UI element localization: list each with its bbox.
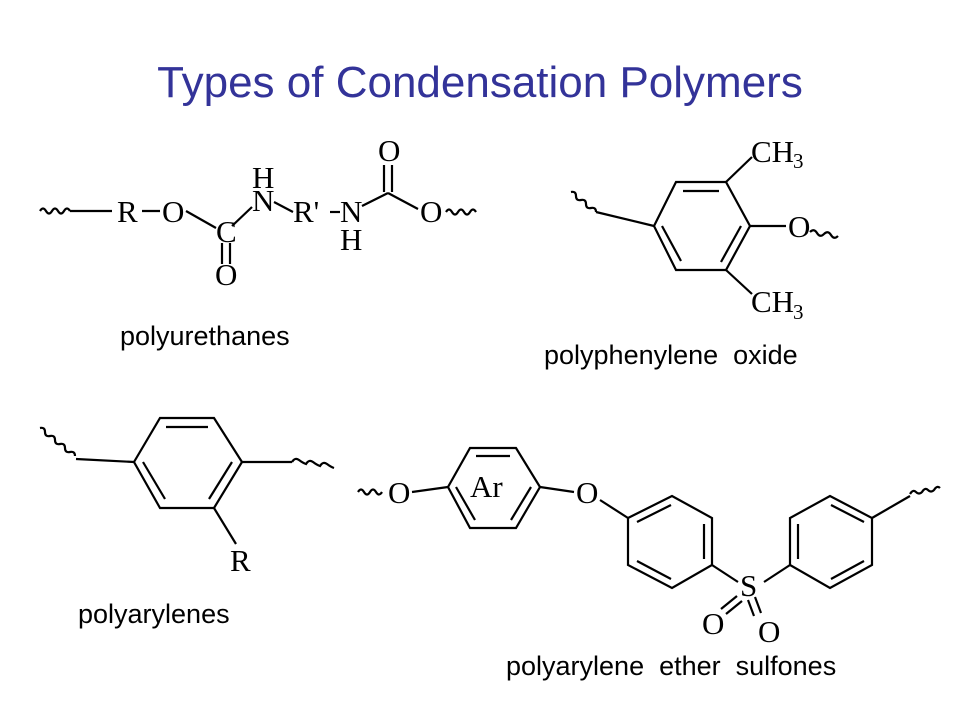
caption-polyarylene-ether-sulfones: polyarylene ether sulfones <box>506 651 837 681</box>
atom-n: N <box>252 183 274 218</box>
ring-double-bond <box>830 560 865 580</box>
atom-o: O <box>378 133 400 168</box>
wavy-bond <box>445 208 477 216</box>
bond <box>185 210 217 229</box>
caption-polyarylenes: polyarylenes <box>78 599 230 629</box>
ring-double-bond <box>661 225 682 262</box>
atom-o: O <box>215 257 237 292</box>
atom-o: O <box>702 606 724 641</box>
phenylene-ring <box>788 494 874 590</box>
wavy-bond <box>809 229 839 239</box>
slide-title: Types of Condensation Polymers <box>157 58 803 107</box>
bond <box>871 495 911 519</box>
atom-r: R <box>117 194 138 229</box>
bond <box>725 156 753 183</box>
double-bond <box>720 595 738 610</box>
wavy-bond <box>909 485 941 495</box>
double-bond <box>753 596 763 614</box>
bond <box>763 564 791 583</box>
bond <box>711 564 739 583</box>
atom-ch: CH <box>751 134 794 169</box>
ring-double-bond <box>636 560 672 580</box>
atom-h: H <box>252 160 274 195</box>
atom-s: S <box>740 568 757 603</box>
bond <box>361 192 389 207</box>
subscript-3: 3 <box>793 149 804 173</box>
wavy-bond <box>39 426 77 457</box>
bond <box>387 192 419 210</box>
bond <box>599 499 629 519</box>
atom-h: H <box>340 222 362 257</box>
wavy-bond <box>39 207 71 215</box>
bond <box>213 507 237 545</box>
wavy-bond <box>570 190 598 213</box>
bond <box>595 210 655 228</box>
atom-o: O <box>388 475 410 510</box>
bond <box>411 485 449 494</box>
atom-ar: Ar <box>470 469 503 504</box>
phenylene-ring <box>626 494 714 590</box>
subscript-3: 3 <box>793 300 804 324</box>
bond <box>539 485 575 494</box>
ring-double-bond <box>636 504 672 523</box>
ring-double-bond <box>510 486 532 521</box>
atom-c: C <box>216 214 237 249</box>
polyarylene-ether-sulfone-structure: O Ar O S O O <box>357 446 941 649</box>
double-bond <box>746 599 756 617</box>
atom-o: O <box>420 194 442 229</box>
double-bond <box>725 600 743 615</box>
atom-r: R <box>230 543 251 578</box>
bond <box>75 457 135 464</box>
atom-o: O <box>162 194 184 229</box>
ring-double-bond <box>830 504 865 523</box>
bond <box>231 206 253 227</box>
atom-o: O <box>576 475 598 510</box>
atom-n: N <box>340 194 362 229</box>
wavy-bond <box>357 488 383 496</box>
wavy-bond <box>291 457 335 470</box>
polyarylene-structure: R <box>39 416 335 578</box>
atom-o: O <box>758 614 780 649</box>
polyurethane-structure: R O C H N R' N H O O O <box>39 133 477 292</box>
atom-o: O <box>788 209 810 244</box>
caption-polyurethanes: polyurethanes <box>120 321 290 351</box>
ring-double-bond <box>455 486 476 521</box>
ring-double-bond <box>208 461 233 500</box>
ring-double-bond <box>720 225 742 263</box>
polyphenylene-oxide-structure: CH 3 O CH 3 <box>570 134 839 324</box>
benzene-ring <box>652 180 752 272</box>
atom-r-prime: R' <box>293 194 319 229</box>
bond <box>273 201 294 213</box>
benzene-ring <box>132 416 244 510</box>
bond <box>725 269 753 295</box>
ring-double-bond <box>142 461 166 500</box>
caption-polyphenylene-oxide: polyphenylene oxide <box>544 340 798 370</box>
atom-ch: CH <box>751 284 794 319</box>
